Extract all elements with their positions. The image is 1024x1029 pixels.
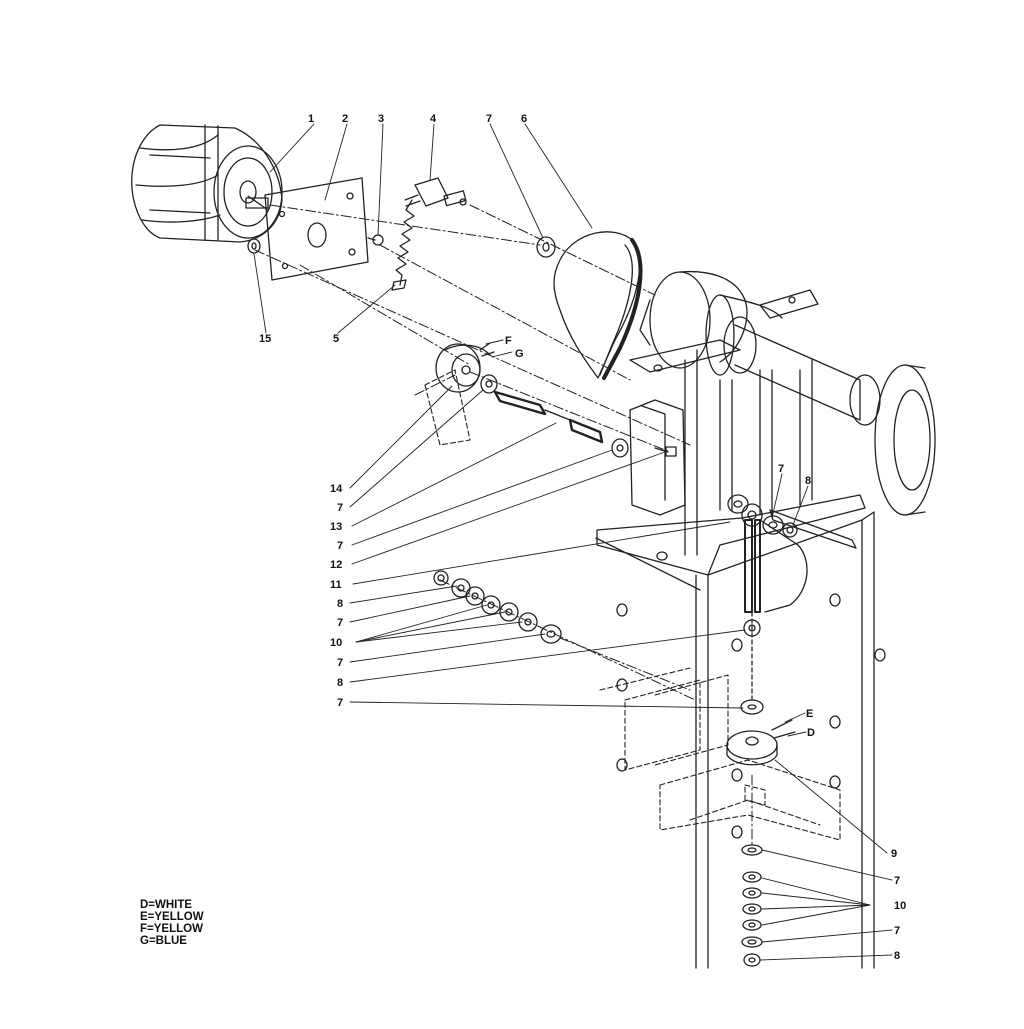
legend-line: E=YELLOW <box>140 911 204 923</box>
pivot-eye <box>741 503 763 527</box>
callout-E: E <box>806 708 813 720</box>
callout-7: 7 <box>337 540 343 552</box>
callout-3: 3 <box>378 113 384 125</box>
cabinet-frame <box>595 349 875 969</box>
callout-G: G <box>515 348 524 360</box>
callout-7: 7 <box>337 617 343 629</box>
washer-stack-bottom <box>741 844 763 967</box>
callout-7: 7 <box>337 697 343 709</box>
callout-F: F <box>505 335 512 347</box>
callout-labels: 1 2 3 4 7 6 15 5 F G 14 7 13 7 12 11 8 7… <box>259 113 906 962</box>
callout-6: 6 <box>521 113 527 125</box>
callout-2: 2 <box>342 113 348 125</box>
legend-line: D=WHITE <box>140 899 192 911</box>
callout-7-right: 7 <box>778 463 784 475</box>
washer <box>480 374 498 394</box>
callout-11: 11 <box>330 579 342 591</box>
idler-pulley <box>435 342 495 393</box>
potentiometer <box>404 177 467 207</box>
callout-9: 9 <box>891 848 897 860</box>
callout-12: 12 <box>330 559 342 571</box>
callout-4: 4 <box>430 113 437 125</box>
dashed-bracket-lower <box>424 369 841 841</box>
frame-nuts <box>616 551 886 839</box>
callout-7: 7 <box>337 502 343 514</box>
callout-13: 13 <box>330 521 342 533</box>
assembly-lines <box>254 204 753 846</box>
callout-15: 15 <box>259 333 271 345</box>
washer <box>247 238 261 254</box>
nut <box>782 522 798 538</box>
vertical-tension-rod <box>744 519 808 701</box>
motor <box>131 124 283 243</box>
callout-7: 7 <box>894 875 900 887</box>
callout-D: D <box>807 727 815 739</box>
callout-7-top: 7 <box>486 113 492 125</box>
callout-10: 10 <box>894 900 906 912</box>
callout-8: 8 <box>337 598 343 610</box>
threaded-rod <box>493 390 604 444</box>
leader-lines <box>253 123 893 961</box>
washer <box>727 494 749 514</box>
mounting-plate <box>264 177 369 281</box>
legend-line: G=BLUE <box>140 935 187 947</box>
callout-5: 5 <box>333 333 339 345</box>
washer <box>611 438 629 458</box>
callout-7: 7 <box>894 925 900 937</box>
washer <box>762 515 784 535</box>
callout-1: 1 <box>308 113 314 125</box>
callout-8: 8 <box>337 677 343 689</box>
callout-8: 8 <box>894 950 900 962</box>
main-shaft-assembly <box>629 270 936 516</box>
spring <box>391 199 415 291</box>
bolt <box>654 446 677 457</box>
callout-7: 7 <box>337 657 343 669</box>
legend-line: F=YELLOW <box>140 923 203 935</box>
nut <box>743 619 761 637</box>
callout-8-right: 8 <box>805 475 811 487</box>
callout-14: 14 <box>330 483 343 495</box>
lower-pulley <box>726 699 796 766</box>
callout-10: 10 <box>330 637 342 649</box>
drive-belt <box>553 231 643 380</box>
washer-stack-left <box>433 570 562 644</box>
washer <box>536 236 556 258</box>
screw <box>367 234 384 246</box>
wire-color-legend: D=WHITE E=YELLOW F=YELLOW G=BLUE <box>140 899 204 947</box>
